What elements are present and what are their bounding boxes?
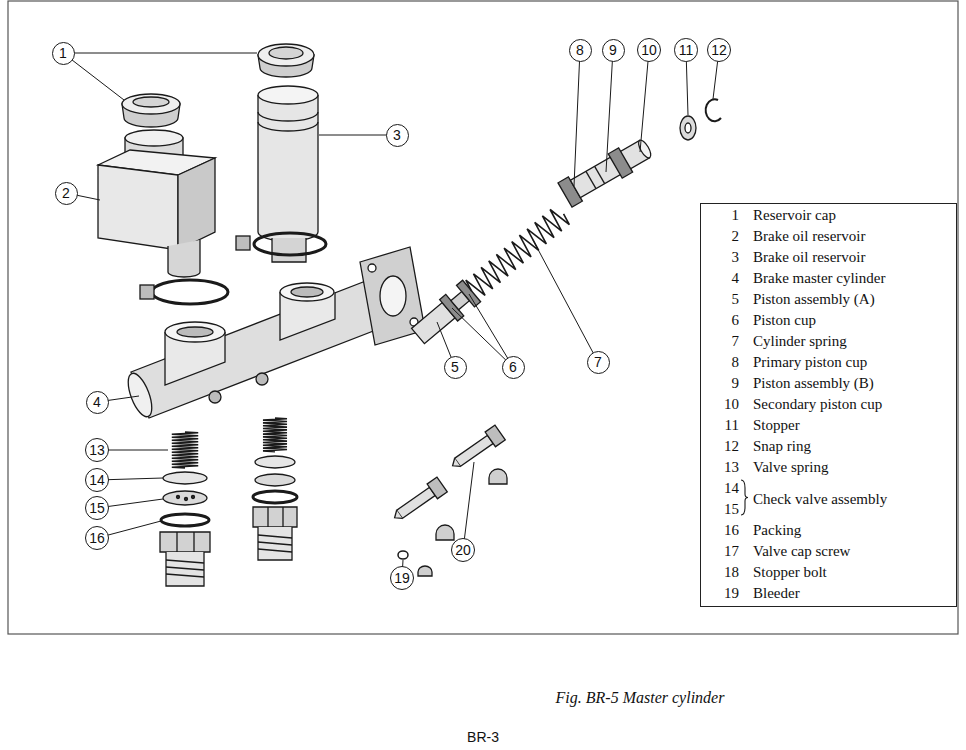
callout-circle: 19 bbox=[390, 566, 415, 591]
callout-circle: 15 bbox=[85, 496, 110, 521]
part-name: Snap ring bbox=[753, 437, 811, 455]
callout-circle: 10 bbox=[637, 38, 662, 63]
callout-number: 20 bbox=[455, 543, 471, 557]
callout-number: 19 bbox=[394, 571, 410, 585]
parts-table: 1Reservoir cap2Brake oil reservoir3Brake… bbox=[700, 203, 957, 607]
callout-circle: 20 bbox=[451, 538, 476, 563]
callout-circle: 2 bbox=[55, 182, 78, 205]
part-number: 2 bbox=[732, 227, 740, 245]
figure-frame bbox=[8, 1, 958, 634]
part-name: Primary piston cup bbox=[753, 353, 867, 371]
callout-circle: 8 bbox=[569, 39, 592, 62]
callout-number: 11 bbox=[679, 43, 694, 57]
part-name: Stopper bbox=[753, 416, 800, 434]
part-name: Brake oil reservoir bbox=[753, 227, 865, 245]
page-number: BR-3 bbox=[467, 729, 499, 745]
part-number: 1 bbox=[732, 206, 740, 224]
callout-number: 7 bbox=[594, 355, 602, 369]
part-number: 5 bbox=[732, 290, 740, 308]
callout-number: 16 bbox=[89, 531, 105, 545]
part-name: Brake master cylinder bbox=[753, 269, 885, 287]
callout-number: 14 bbox=[89, 473, 105, 487]
callout-circle: 1 bbox=[52, 42, 75, 65]
part-number: 17 bbox=[724, 542, 739, 560]
part-name: Packing bbox=[753, 521, 801, 539]
part-number: 3 bbox=[732, 248, 740, 266]
part-name: Piston assembly (A) bbox=[753, 290, 875, 308]
part-number: 6 bbox=[732, 311, 740, 329]
part-name: Cylinder spring bbox=[753, 332, 847, 350]
callout-number: 1 bbox=[59, 46, 67, 60]
part-name: Valve spring bbox=[753, 458, 828, 476]
part-number: 11 bbox=[725, 416, 739, 434]
exploded-parts bbox=[98, 44, 721, 586]
callout-number: 5 bbox=[451, 360, 459, 374]
callout-number: 6 bbox=[509, 360, 517, 374]
part-number: 7 bbox=[732, 332, 740, 350]
part-number: 10 bbox=[724, 395, 739, 413]
part-number: 4 bbox=[732, 269, 740, 287]
callout-circle: 6 bbox=[502, 356, 525, 379]
callout-circle: 5 bbox=[444, 356, 467, 379]
callout-number: 3 bbox=[393, 128, 401, 142]
part-number: 13 bbox=[724, 458, 739, 476]
part-name: Piston assembly (B) bbox=[753, 374, 874, 392]
part-number: 12 bbox=[724, 437, 739, 455]
callout-circle: 16 bbox=[85, 526, 110, 551]
callout-circle: 12 bbox=[707, 38, 732, 63]
callout-circle: 11 bbox=[674, 38, 698, 62]
part-name: Valve cap screw bbox=[753, 542, 850, 560]
callout-number: 13 bbox=[89, 443, 105, 457]
table-brace bbox=[741, 480, 748, 515]
leader-lines bbox=[63, 50, 719, 578]
callout-number: 8 bbox=[576, 43, 584, 57]
part-number: 9 bbox=[732, 374, 740, 392]
part-number: 14 bbox=[724, 479, 739, 497]
part-name: Secondary piston cup bbox=[753, 395, 882, 413]
callout-number: 10 bbox=[641, 43, 657, 57]
part-number: 8 bbox=[732, 353, 740, 371]
callout-number: 4 bbox=[93, 395, 101, 409]
callout-number: 2 bbox=[62, 186, 70, 200]
callout-number: 12 bbox=[711, 43, 727, 57]
figure-caption: Fig. BR-5 Master cylinder bbox=[556, 689, 725, 707]
callout-circle: 7 bbox=[587, 351, 610, 374]
callout-circle: 13 bbox=[85, 438, 110, 463]
callout-number: 15 bbox=[89, 501, 105, 515]
part-name: Check valve assembly bbox=[753, 490, 887, 508]
callout-circle: 9 bbox=[602, 39, 625, 62]
part-name: Brake oil reservoir bbox=[753, 248, 865, 266]
callout-circle: 3 bbox=[386, 124, 409, 147]
part-number: 16 bbox=[724, 521, 739, 539]
part-name: Piston cup bbox=[753, 311, 816, 329]
part-number: 18 bbox=[724, 563, 739, 581]
part-number: 15 bbox=[724, 500, 739, 518]
callout-number: 9 bbox=[609, 43, 617, 57]
part-number: 19 bbox=[724, 584, 739, 602]
callout-circle: 14 bbox=[85, 468, 110, 493]
callout-circle: 4 bbox=[86, 391, 109, 414]
part-name: Stopper bolt bbox=[753, 563, 827, 581]
part-name: Bleeder bbox=[753, 584, 800, 602]
part-name: Reservoir cap bbox=[753, 206, 836, 224]
